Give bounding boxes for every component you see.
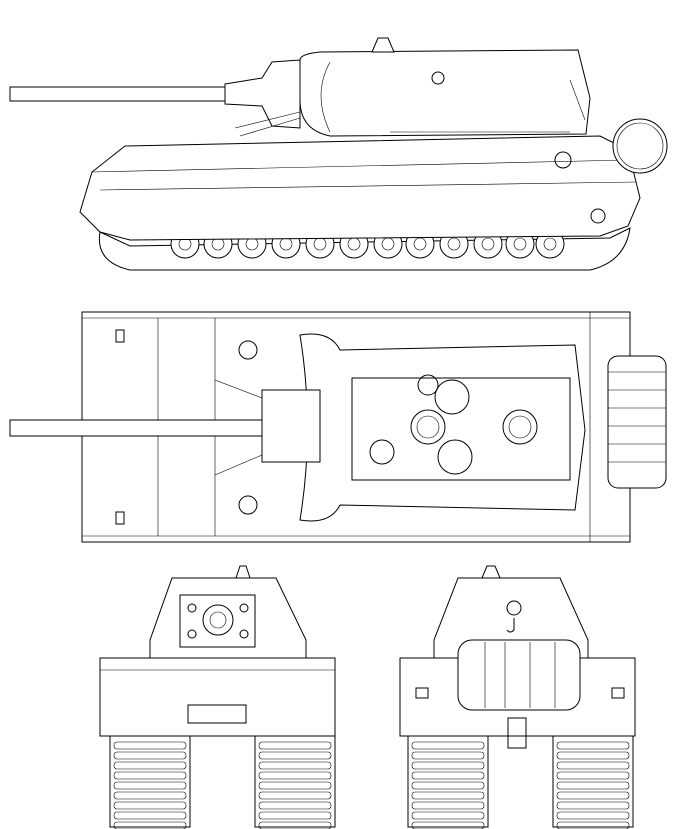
track-link	[258, 791, 332, 800]
track-link	[113, 781, 187, 790]
wheel-hub	[513, 237, 527, 251]
track-link	[113, 741, 187, 750]
track-link	[113, 771, 187, 780]
wheel-hub	[481, 237, 495, 251]
fuel-drum-side	[612, 118, 668, 174]
engine-deck	[351, 377, 571, 481]
track-link	[556, 801, 630, 810]
rear-view	[399, 565, 636, 829]
top-view	[9, 311, 667, 543]
track-link	[411, 821, 485, 829]
side-hatch	[590, 208, 606, 224]
fuel-drum-bands	[484, 642, 556, 708]
rear-hatch	[506, 600, 522, 616]
top-mantlet	[261, 389, 321, 463]
track-link	[258, 781, 332, 790]
track-link	[556, 761, 630, 770]
track-link	[411, 781, 485, 790]
rear-track-left	[407, 734, 489, 828]
fuel-drum-bands	[608, 371, 666, 463]
track-link	[411, 751, 485, 760]
track-links	[411, 741, 630, 829]
rear-turret	[433, 577, 589, 659]
track-link	[258, 811, 332, 820]
track-link	[113, 751, 187, 760]
track-link	[113, 811, 187, 820]
track-link	[556, 821, 630, 829]
side-hatch	[554, 151, 572, 169]
side-view	[9, 37, 668, 271]
commander-cupola	[371, 37, 395, 53]
track-link	[113, 801, 187, 810]
deck-hatch	[434, 379, 470, 415]
side-hull	[79, 135, 641, 241]
front-turret	[149, 577, 307, 659]
track-link	[556, 751, 630, 760]
track-link	[411, 811, 485, 820]
fuel-drum-top	[607, 355, 667, 489]
wheel-hub	[543, 237, 557, 251]
fuel-drum-rear	[457, 639, 581, 711]
track-link	[258, 751, 332, 760]
track-link	[113, 761, 187, 770]
front-view	[99, 565, 336, 829]
wheel-hub	[447, 237, 461, 251]
track-link	[556, 791, 630, 800]
front-track-right	[254, 734, 336, 828]
track-link	[556, 781, 630, 790]
track-link	[258, 771, 332, 780]
track-link	[556, 741, 630, 750]
track-link	[113, 791, 187, 800]
track-link	[258, 741, 332, 750]
track-link	[411, 761, 485, 770]
deck-hatch	[502, 409, 538, 445]
front-mantlet	[179, 594, 256, 648]
gun-barrel-top	[9, 419, 263, 437]
rear-track-right	[552, 734, 634, 828]
track-link	[556, 811, 630, 820]
deck-hatch	[410, 409, 446, 445]
gun-mantlet	[224, 59, 301, 129]
track-links	[113, 741, 332, 829]
track-link	[411, 791, 485, 800]
side-turret	[299, 49, 591, 137]
track-link	[411, 741, 485, 750]
gun-barrel	[9, 86, 226, 102]
gun-muzzle	[202, 604, 234, 636]
top-turret	[299, 333, 586, 522]
track-link	[258, 761, 332, 770]
track-link	[258, 821, 332, 829]
track-link	[556, 771, 630, 780]
track-link	[411, 801, 485, 810]
track-link	[411, 771, 485, 780]
front-track-left	[109, 734, 191, 828]
deck-hatch	[437, 439, 473, 475]
track-link	[258, 801, 332, 810]
track-link	[113, 821, 187, 829]
